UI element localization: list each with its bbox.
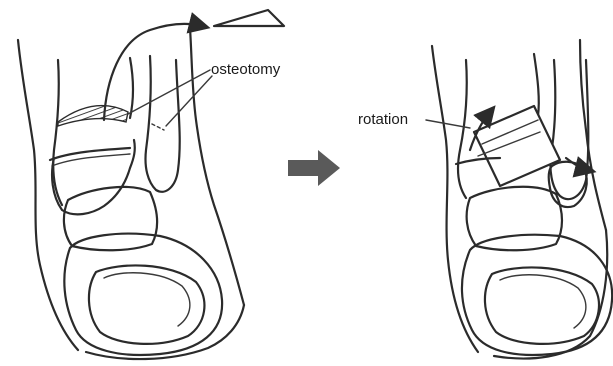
transition-arrow <box>288 150 340 186</box>
osteotomy-wedge-hatched <box>58 106 128 126</box>
right-ankle-drawing <box>432 40 612 359</box>
osteotomy-label: osteotomy <box>211 61 281 78</box>
removed-wedge-triangle <box>214 10 284 26</box>
rotated-bone-block <box>474 106 560 186</box>
osteotomy-leader-to-fibula <box>166 76 212 126</box>
rotation-label: rotation <box>358 111 408 128</box>
